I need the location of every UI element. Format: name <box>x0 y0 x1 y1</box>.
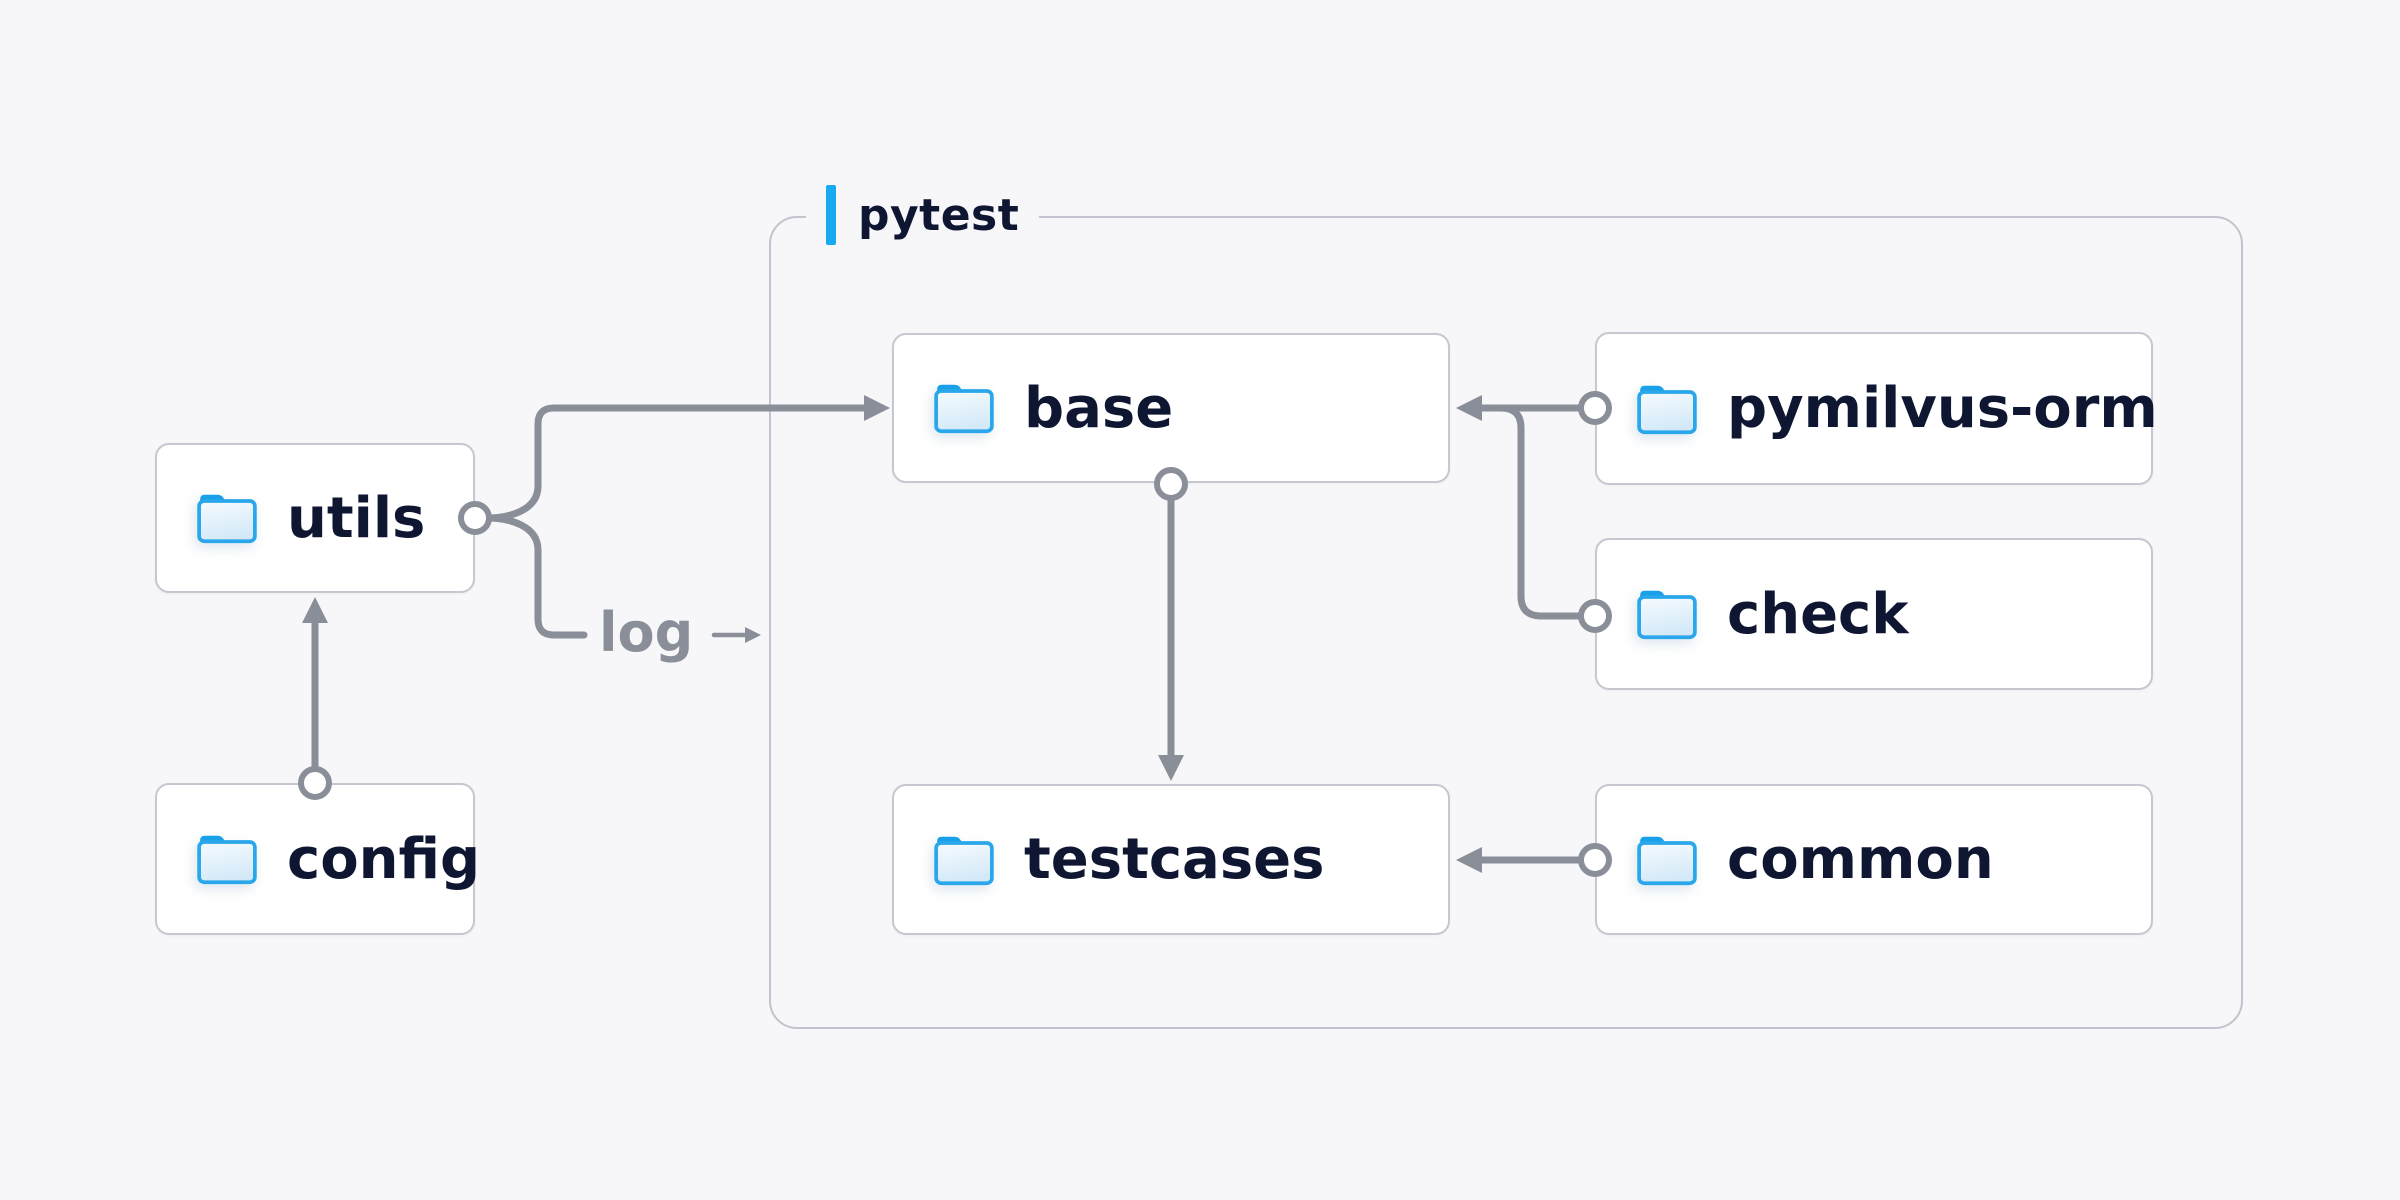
node-label: utils <box>287 485 426 551</box>
edge-utils-log <box>483 514 588 639</box>
pytest-group-label-text: pytest <box>858 189 1020 241</box>
pytest-group-label: pytest <box>806 183 1040 247</box>
folder-icon <box>1637 836 1697 885</box>
node-base: base <box>892 333 1450 483</box>
node-common: common <box>1595 784 2153 935</box>
accent-bar-icon <box>826 185 836 245</box>
pytest-group-container <box>769 216 2243 1029</box>
node-label: check <box>1727 581 1909 647</box>
arrowhead-log <box>745 627 761 643</box>
folder-icon <box>1637 590 1697 640</box>
node-label: config <box>287 826 481 892</box>
log-edge-label: log <box>599 601 694 664</box>
folder-icon <box>1637 385 1697 434</box>
node-config: config <box>155 783 480 935</box>
node-label: pymilvus-orm <box>1727 376 2158 441</box>
folder-icon <box>197 494 257 544</box>
arrowhead-into-utils <box>302 597 328 623</box>
node-utils: utils <box>155 443 475 593</box>
node-check: check <box>1595 538 2153 690</box>
folder-icon <box>934 836 994 885</box>
folder-icon <box>934 384 994 434</box>
node-label: testcases <box>1024 827 1325 892</box>
folder-icon <box>197 835 257 885</box>
node-label: base <box>1024 375 1174 441</box>
node-pymilvus-orm: pymilvus-orm <box>1595 332 2158 485</box>
node-label: common <box>1727 827 1994 892</box>
node-testcases: testcases <box>892 784 1450 935</box>
